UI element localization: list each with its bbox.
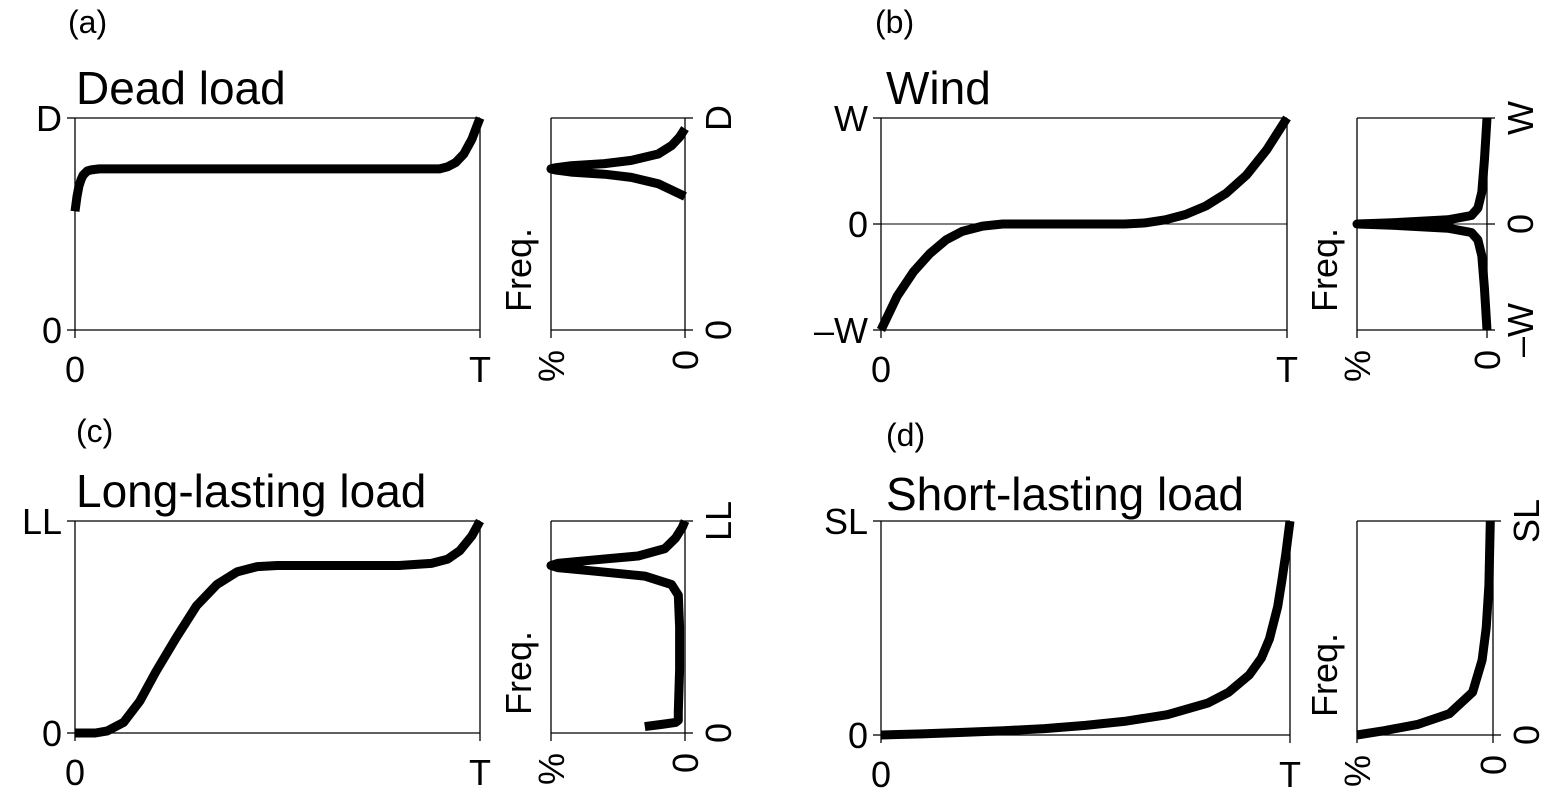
freq-label: Freq. bbox=[1304, 633, 1345, 717]
y-tick-label: 0 bbox=[848, 204, 868, 245]
freq-y-tick-label: LL bbox=[698, 501, 739, 541]
freq-xlabel-percent: % bbox=[1337, 755, 1378, 787]
y-tick-label: W bbox=[834, 98, 868, 139]
y-tick-label: LL bbox=[22, 501, 62, 542]
freq-y-tick-label: SL bbox=[1506, 499, 1547, 543]
panel-label: (b) bbox=[875, 4, 914, 40]
freq-xlabel-zero: 0 bbox=[1473, 755, 1514, 775]
freq-y-tick-label: 0 bbox=[698, 723, 739, 743]
freq-xlabel-percent: % bbox=[531, 753, 572, 785]
freq-xlabel-zero: 0 bbox=[665, 753, 706, 773]
freq-y-tick-label: W bbox=[1500, 101, 1541, 135]
freq-y-tick-label: D bbox=[698, 105, 739, 131]
freq-label: Freq. bbox=[498, 228, 539, 312]
series-line bbox=[880, 520, 1295, 740]
freq-distribution-line bbox=[546, 519, 690, 732]
freq-distribution-line bbox=[546, 126, 689, 201]
freq-distribution-line bbox=[1352, 117, 1492, 331]
panel-label: (a) bbox=[68, 4, 107, 40]
chart-title: Short-lasting load bbox=[886, 468, 1244, 520]
y-tick-label: 0 bbox=[42, 713, 62, 754]
y-tick-label: –W bbox=[814, 310, 868, 351]
freq-y-tick-label: –W bbox=[1500, 303, 1541, 357]
x-tick-label: 0 bbox=[65, 752, 85, 793]
x-tick-label: T bbox=[1279, 754, 1301, 795]
series-line bbox=[70, 116, 485, 212]
freq-label: Freq. bbox=[498, 631, 539, 715]
freq-y-tick-label: 0 bbox=[1506, 725, 1547, 745]
y-tick-label: 0 bbox=[848, 715, 868, 756]
freq-y-tick-label: 0 bbox=[698, 320, 739, 340]
series-line bbox=[75, 518, 484, 738]
chart-title: Wind bbox=[886, 62, 991, 114]
series-line bbox=[876, 115, 1291, 332]
chart-title: Dead load bbox=[76, 62, 286, 114]
x-tick-label: T bbox=[469, 752, 491, 793]
chart-title: Long-lasting load bbox=[76, 465, 426, 517]
x-tick-label: T bbox=[1276, 349, 1298, 390]
freq-label: Freq. bbox=[1304, 228, 1345, 312]
freq-distribution-line bbox=[1356, 520, 1495, 740]
x-tick-label: T bbox=[469, 349, 491, 390]
panel-label: (d) bbox=[886, 417, 925, 453]
x-tick-label: 0 bbox=[871, 349, 891, 390]
freq-xlabel-percent: % bbox=[531, 350, 572, 382]
y-tick-label: D bbox=[36, 98, 62, 139]
y-tick-label: 0 bbox=[42, 310, 62, 351]
y-tick-label: SL bbox=[824, 501, 868, 542]
freq-xlabel-zero: 0 bbox=[665, 350, 706, 370]
freq-y-tick-label: 0 bbox=[1500, 214, 1541, 234]
freq-xlabel-zero: 0 bbox=[1467, 350, 1508, 370]
panel-label: (c) bbox=[76, 413, 113, 449]
x-tick-label: 0 bbox=[871, 754, 891, 795]
x-tick-label: 0 bbox=[65, 349, 85, 390]
freq-xlabel-percent: % bbox=[1337, 350, 1378, 382]
